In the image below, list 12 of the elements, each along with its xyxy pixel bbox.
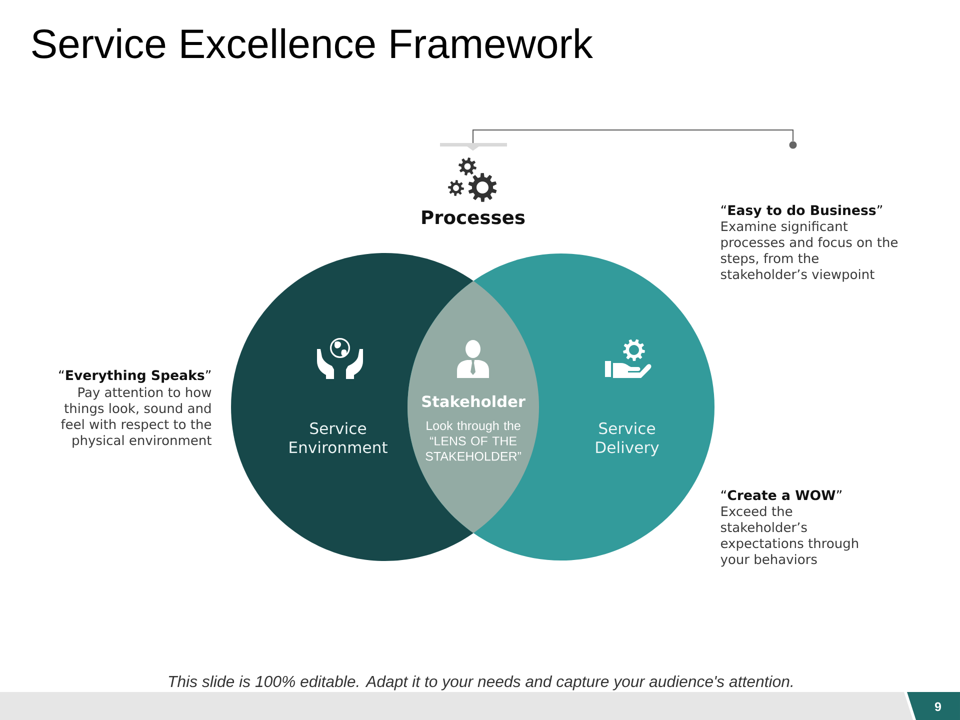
description-text: Exceed the stakeholder’s expectations through your behaviors	[720, 506, 858, 567]
description-text: Examine significant processes and focus on the steps, from the stakeholder’s viewpoint	[720, 221, 898, 282]
quote-heading: “Everything Speaks”	[59, 370, 211, 383]
overlap-lens: Stakeholder Look through the “LENS OF THE STAKEHOLDER”	[408, 280, 539, 534]
process-heading: Processes	[422, 158, 525, 224]
footer-note: This slide is 100% editable. Adapt it to your needs and capture your audience's attention.	[168, 675, 792, 690]
page-number: 9	[907, 692, 960, 720]
description-text: Pay attention to how things look, sound and feel with respect to the physical environment	[61, 387, 212, 448]
slide-title: Service Excellence Framework	[32, 28, 593, 58]
quote-heading: “Create a WOW”	[721, 490, 842, 500]
end-dot	[789, 141, 797, 149]
quote-heading: “Easy to do Business”	[721, 204, 882, 218]
